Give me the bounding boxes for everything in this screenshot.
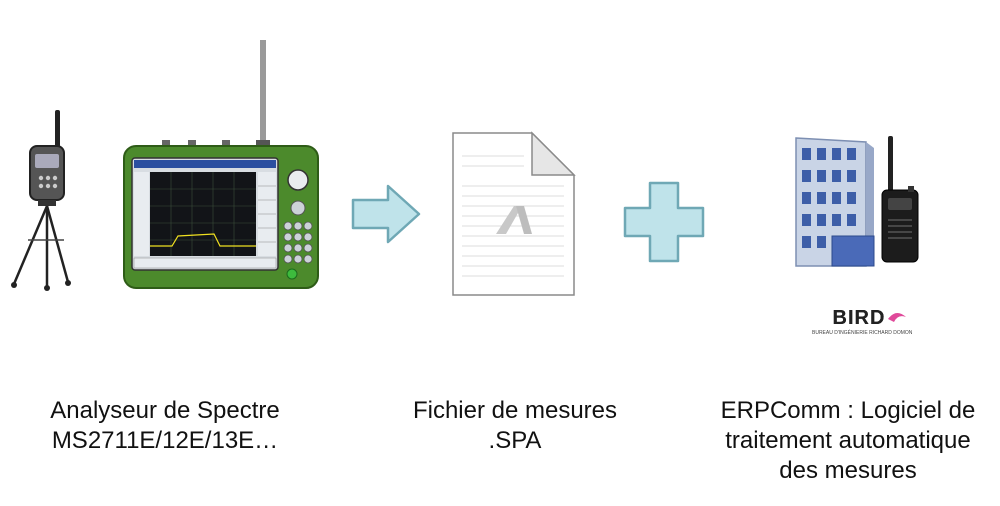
spectrum-analyzer-icon bbox=[122, 40, 320, 290]
analyzer-caption-line-2: MS2711E/12E/13E… bbox=[51, 427, 279, 454]
file-caption-line-1: Fichier de mesures bbox=[412, 397, 618, 424]
file-caption: Fichier de mesures .SPA bbox=[385, 396, 645, 456]
plus-icon bbox=[622, 180, 706, 264]
software-caption-line-2: traitement automatique bbox=[725, 427, 971, 454]
walkie-talkie-icon bbox=[878, 136, 922, 264]
analyzer-caption: Analyseur de Spectre MS2711E/12E/13E… bbox=[20, 396, 310, 456]
software-caption-line-3: des mesures bbox=[779, 457, 917, 484]
software-caption: ERPComm : Logiciel de traitement automat… bbox=[700, 396, 996, 486]
logo-tagline: Bureau d'Ingénierie Richard Domon bbox=[812, 330, 913, 336]
logo-wordmark: BIRD bbox=[832, 307, 886, 329]
file-caption-line-2: .SPA bbox=[488, 427, 542, 454]
analyzer-caption-line-1: Analyseur de Spectre bbox=[50, 397, 280, 424]
office-building-icon bbox=[790, 132, 930, 274]
right-arrow-icon bbox=[350, 183, 422, 245]
logo-swoosh-icon bbox=[888, 312, 906, 322]
walkie-talkie-on-tripod-icon bbox=[8, 110, 74, 291]
document-file-icon bbox=[452, 131, 576, 296]
software-caption-line-1: ERPComm : Logiciel de bbox=[720, 397, 976, 424]
bird-logo: BIRD Bureau d'Ingénierie Richard Domon bbox=[812, 306, 912, 340]
